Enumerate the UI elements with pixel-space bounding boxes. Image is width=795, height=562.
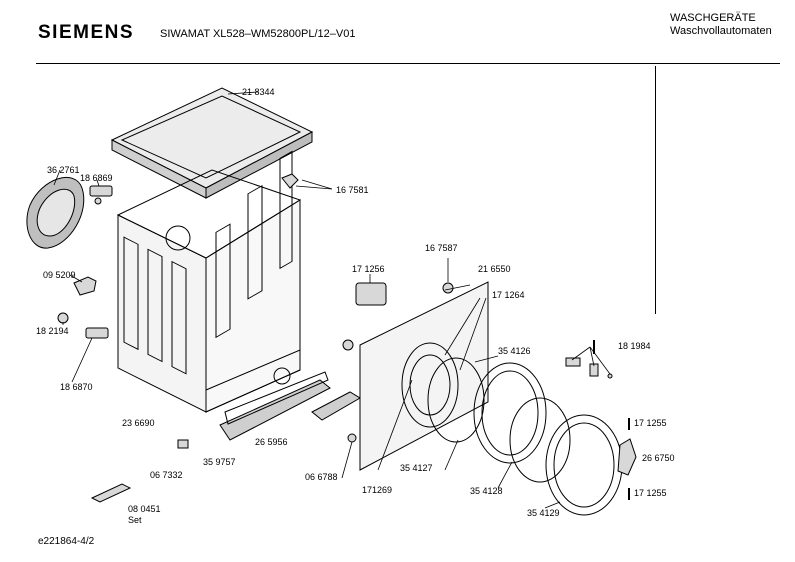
- door-outer-ring-part[interactable]: [545, 414, 623, 516]
- door-handle-part[interactable]: [617, 438, 637, 476]
- rear-seal-part[interactable]: [26, 177, 85, 249]
- category-title: WASCHGERÄTE: [670, 12, 756, 24]
- part-label-171269: 171269: [362, 485, 393, 495]
- front-panel-part[interactable]: [359, 281, 489, 471]
- small-clip-part[interactable]: [281, 173, 299, 189]
- drawer-handle-part[interactable]: [311, 391, 361, 421]
- document-code: e221864-4/2: [38, 536, 95, 547]
- marker-bars: [593, 340, 630, 500]
- part-label-359757: 35 9757: [203, 457, 236, 467]
- seal-ring-part[interactable]: [342, 339, 354, 351]
- part-label-171255-top: 17 1255: [634, 418, 667, 428]
- top-cover-part[interactable]: [110, 87, 314, 199]
- hinge-part[interactable]: [89, 185, 113, 205]
- part-label-171255-bottom: 17 1255: [634, 488, 667, 498]
- cabinet-frame-part[interactable]: [116, 150, 302, 413]
- model-title: SIWAMAT XL528–WM52800PL/12–V01: [160, 28, 356, 40]
- part-label-354127: 35 4127: [400, 463, 433, 473]
- part-label-167587: 16 7587: [425, 243, 458, 253]
- control-panel-part[interactable]: [219, 371, 331, 441]
- part-label-167581: 16 7581: [336, 185, 369, 195]
- transport-bracket-part[interactable]: [90, 483, 132, 503]
- part-label-354129: 35 4129: [527, 508, 560, 518]
- part-label-171256: 17 1256: [352, 264, 385, 274]
- door-ring-inner-part[interactable]: [427, 357, 485, 443]
- part-label-354128: 35 4128: [470, 486, 503, 496]
- part-label-354126: 35 4126: [498, 346, 531, 356]
- header-divider: [36, 63, 780, 64]
- hinge-kit-part[interactable]: [565, 357, 613, 379]
- part-label-set: Set: [128, 515, 142, 525]
- foot-part[interactable]: [57, 312, 69, 324]
- vertical-divider: [655, 66, 656, 314]
- part-label-265956: 26 5956: [255, 437, 288, 447]
- door-glass-part[interactable]: [509, 397, 571, 483]
- part-label-181984: 18 1984: [618, 341, 651, 351]
- screw-part[interactable]: [177, 439, 189, 449]
- part-label-095209: 09 5209: [43, 270, 76, 280]
- part-label-266750: 26 6750: [642, 453, 675, 463]
- leader-lines: [53, 91, 611, 509]
- category-subtitle: Waschvollautomaten: [670, 25, 772, 37]
- part-label-067332: 06 7332: [150, 470, 183, 480]
- part-label-186869: 18 6869: [80, 173, 113, 183]
- part-label-362761: 36 2761: [47, 165, 80, 175]
- part-label-080451: 08 0451: [128, 504, 161, 514]
- part-label-182194: 18 2194: [36, 326, 69, 336]
- part-label-216550: 21 6550: [478, 264, 511, 274]
- part-label-171264: 17 1264: [492, 290, 525, 300]
- foot-screw-part[interactable]: [85, 327, 109, 339]
- door-lock-part[interactable]: [355, 282, 387, 306]
- part-label-186870: 18 6870: [60, 382, 93, 392]
- latch-part[interactable]: [442, 282, 454, 294]
- brand-logo: SIEMENS: [38, 22, 135, 43]
- clip-part[interactable]: [73, 276, 97, 296]
- part-label-236690: 23 6690: [122, 418, 155, 428]
- screw2-part[interactable]: [347, 433, 357, 443]
- part-label-066788: 06 6788: [305, 472, 338, 482]
- door-frame-part[interactable]: [473, 362, 547, 464]
- part-label-218344: 21 8344: [242, 87, 275, 97]
